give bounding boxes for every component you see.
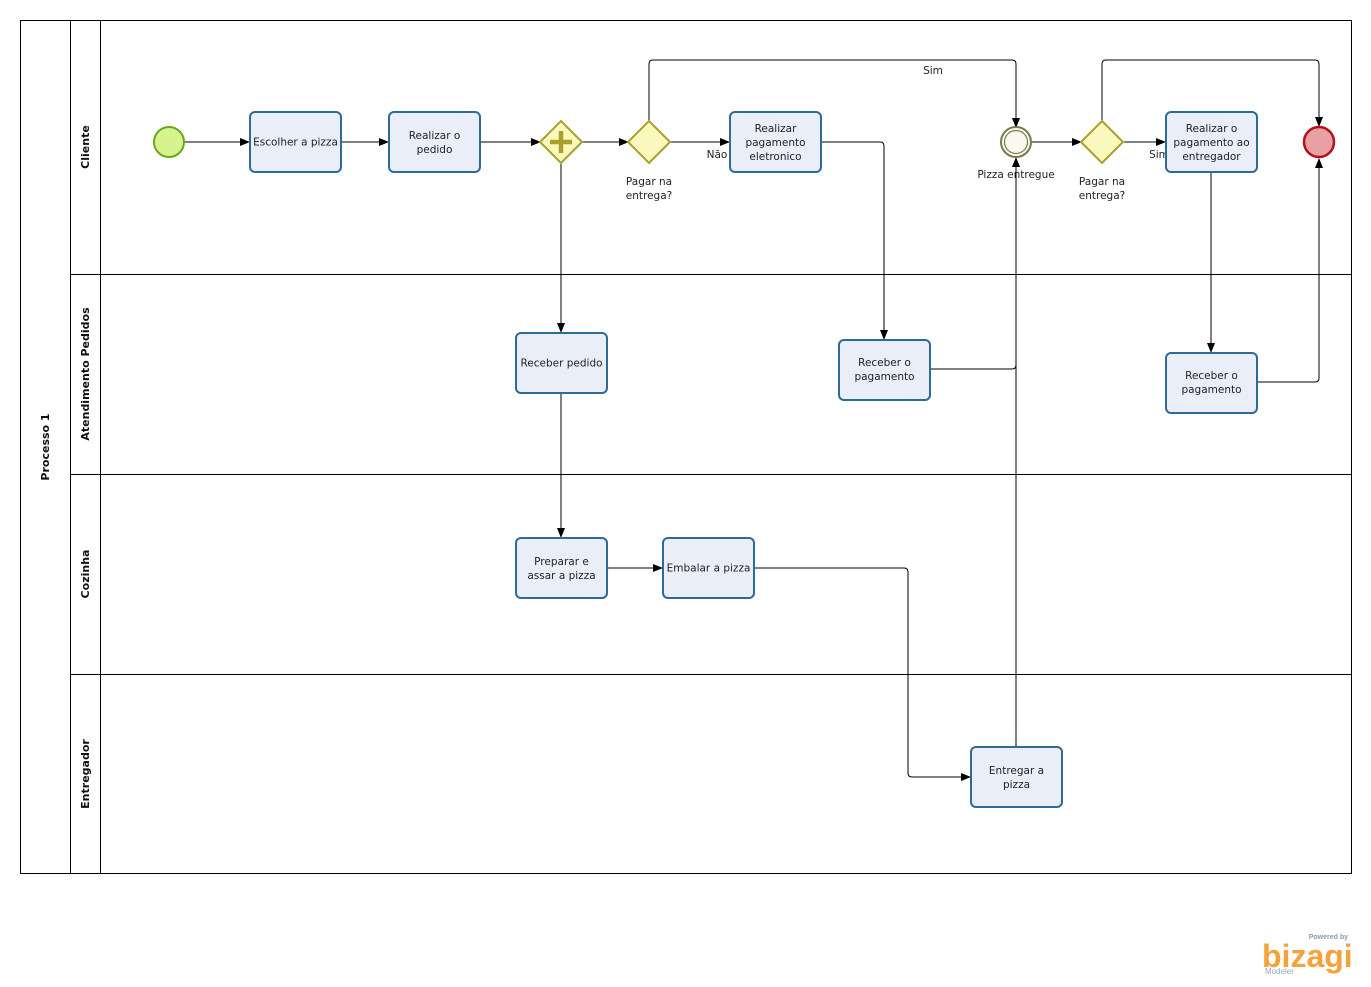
task-label-line1: Entregar a (989, 765, 1044, 777)
flow-g1-sim (648, 59, 1020, 128)
task-label-line2: pagamento ao (1173, 137, 1249, 149)
lane-title-atendimento: Atendimento Pedidos (79, 307, 92, 441)
task-label-line1: Preparar e (534, 556, 589, 568)
task-preparar-pizza[interactable]: Preparar e assar a pizza (515, 537, 608, 599)
start-event[interactable] (153, 126, 185, 158)
lane-title-cliente: Cliente (79, 125, 92, 169)
task-receber-pagamento-2[interactable]: Receber o pagamento (1165, 352, 1258, 414)
task-shape (249, 111, 342, 173)
task-shape (1165, 352, 1258, 414)
intermediate-event-label: Pizza entregue (977, 169, 1054, 181)
intermediate-event-outer (1000, 126, 1032, 158)
task-escolher-pizza[interactable]: Escolher a pizza (249, 111, 342, 173)
task-label-line2: pagamento (1181, 384, 1241, 396)
task-shape (662, 537, 755, 599)
task-label-line2: pizza (1003, 779, 1030, 791)
task-label-line2: pagamento (745, 137, 805, 149)
flow-receber2-to-end (1257, 158, 1323, 383)
task-label-line3: eletronico (749, 151, 801, 163)
task-label-line1: Realizar o (409, 130, 461, 142)
flow-eletronico-to-receber (821, 141, 888, 340)
task-label-line2: pagamento (854, 371, 914, 383)
gateway-2-label-line1: Pagar na (1079, 176, 1125, 188)
task-shape (970, 746, 1063, 808)
task-label: Escolher a pizza (253, 137, 338, 149)
task-pagamento-eletronico[interactable]: Realizar pagamento eletronico (729, 111, 822, 173)
task-shape (838, 339, 931, 401)
lane-title-entregador: Entregador (79, 739, 92, 809)
task-pagamento-entregador[interactable]: Realizar o pagamento ao entregador (1165, 111, 1258, 173)
sequence-flows (185, 59, 1323, 781)
task-embalar-pizza[interactable]: Embalar a pizza (662, 537, 755, 599)
pool-title: Processo 1 (39, 413, 52, 480)
gateway-1-label-line2: entrega? (626, 190, 672, 202)
intermediate-event-inner (1003, 129, 1029, 155)
exclusive-gateway-2[interactable] (1079, 119, 1125, 165)
watermark-product: Modeler (1265, 967, 1294, 976)
task-label: Embalar a pizza (667, 563, 751, 575)
task-label-line2: pedido (417, 144, 453, 156)
task-shape (515, 332, 608, 394)
task-label-line1: Receber o (858, 357, 911, 369)
pool-border (20, 20, 1352, 874)
flow-receber-pag-merge (930, 364, 1017, 370)
task-label-line1: Realizar (755, 123, 797, 135)
task-receber-pedido[interactable]: Receber pedido (515, 332, 608, 394)
task-entregar-pizza[interactable]: Entregar a pizza (970, 746, 1063, 808)
gateway-1-label-line1: Pagar na (626, 176, 672, 188)
gateway-2-label-line2: entrega? (1079, 190, 1125, 202)
task-label-line3: entregador (1182, 151, 1241, 163)
task-shape (515, 537, 608, 599)
flow-embalar-to-entregar (754, 567, 971, 781)
task-label-line1: Realizar o (1186, 123, 1238, 135)
flow-g2-nao (1101, 59, 1323, 127)
task-realizar-pedido[interactable]: Realizar o pedido (388, 111, 481, 173)
flow-label-sim-top: Sim (923, 65, 943, 77)
exclusive-gateway-1[interactable] (626, 119, 672, 165)
flow-label-sim: Sim (1149, 149, 1169, 161)
flow-label-nao: Não (707, 149, 728, 161)
watermark-powered-by: Powered by (1308, 934, 1348, 941)
intermediate-event[interactable] (1000, 126, 1032, 158)
task-label-line2: assar a pizza (527, 570, 595, 582)
task-shape (729, 111, 822, 173)
lane-title-cozinha: Cozinha (79, 550, 92, 599)
task-label-line1: Receber o (1185, 370, 1238, 382)
task-shape (388, 111, 481, 173)
end-event[interactable] (1302, 125, 1336, 159)
task-receber-pagamento-1[interactable]: Receber o pagamento (838, 339, 931, 401)
parallel-gateway[interactable] (538, 119, 584, 165)
watermark-brand-logo: bizagi (1262, 938, 1353, 974)
bizagi-watermark: Powered by bizagi Modeler (1262, 932, 1358, 982)
task-label: Receber pedido (520, 358, 602, 370)
plus-icon (550, 131, 572, 153)
task-shape (1165, 111, 1258, 173)
